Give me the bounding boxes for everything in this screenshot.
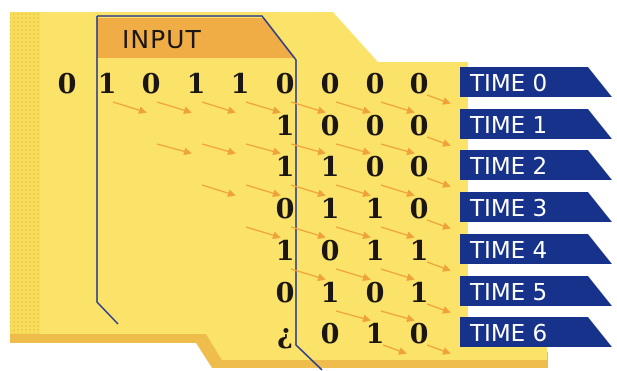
register-digit: ¿ <box>277 319 293 350</box>
register-digit: 0 <box>366 278 385 309</box>
register-digit: 0 <box>410 152 429 183</box>
register-digit: 1 <box>98 69 117 100</box>
time-label-text: TIME 3 <box>469 196 547 222</box>
register-digit: 1 <box>366 236 385 267</box>
register-digit: 1 <box>187 69 206 100</box>
time-label: TIME 6 <box>460 317 612 347</box>
register-digit: 0 <box>321 111 340 142</box>
register-digit: 0 <box>366 69 385 100</box>
time-label-text: TIME 6 <box>469 321 547 347</box>
register-digit: 0 <box>58 69 77 100</box>
time-label: TIME 5 <box>460 276 612 306</box>
time-label: TIME 4 <box>460 234 612 264</box>
time-label-text: TIME 0 <box>469 71 547 97</box>
register-digit: 0 <box>321 319 340 350</box>
time-labels: TIME 0 TIME 1 TIME 2 TIME 3 TIME 4 TIME 5 TIME… <box>460 67 612 347</box>
time-label-text: TIME 1 <box>469 113 547 139</box>
register-digit: 0 <box>321 69 340 100</box>
register-digit: 1 <box>231 69 250 100</box>
register-digit: 1 <box>276 111 295 142</box>
register-digit: 0 <box>410 319 429 350</box>
input-title: INPUT <box>122 25 202 54</box>
panel-texture-strip <box>10 12 40 334</box>
register-digit: 0 <box>366 111 385 142</box>
register-digit: 1 <box>366 319 385 350</box>
register-digit: 0 <box>366 152 385 183</box>
time-label-text: TIME 4 <box>469 238 547 264</box>
register-digit: 0 <box>410 69 429 100</box>
register-digit: 0 <box>410 194 429 225</box>
time-label: TIME 3 <box>460 192 612 222</box>
time-label-text: TIME 5 <box>469 280 547 306</box>
register-digit: 0 <box>276 278 295 309</box>
register-digit: 1 <box>321 152 340 183</box>
register-digit: 1 <box>366 194 385 225</box>
register-digit: 1 <box>276 152 295 183</box>
register-digit: 1 <box>321 194 340 225</box>
register-digit: 1 <box>410 278 429 309</box>
register-digit: 0 <box>321 236 340 267</box>
register-digit: 1 <box>321 278 340 309</box>
time-label: TIME 2 <box>460 150 612 180</box>
time-label: TIME 1 <box>460 109 612 139</box>
register-digit: 1 <box>276 236 295 267</box>
register-digit: 0 <box>276 194 295 225</box>
time-label-text: TIME 2 <box>469 154 547 180</box>
register-digit: 0 <box>142 69 161 100</box>
register-digit: 1 <box>410 236 429 267</box>
register-digit: 0 <box>410 111 429 142</box>
time-label: TIME 0 <box>460 67 612 97</box>
register-digit: 0 <box>276 69 295 100</box>
